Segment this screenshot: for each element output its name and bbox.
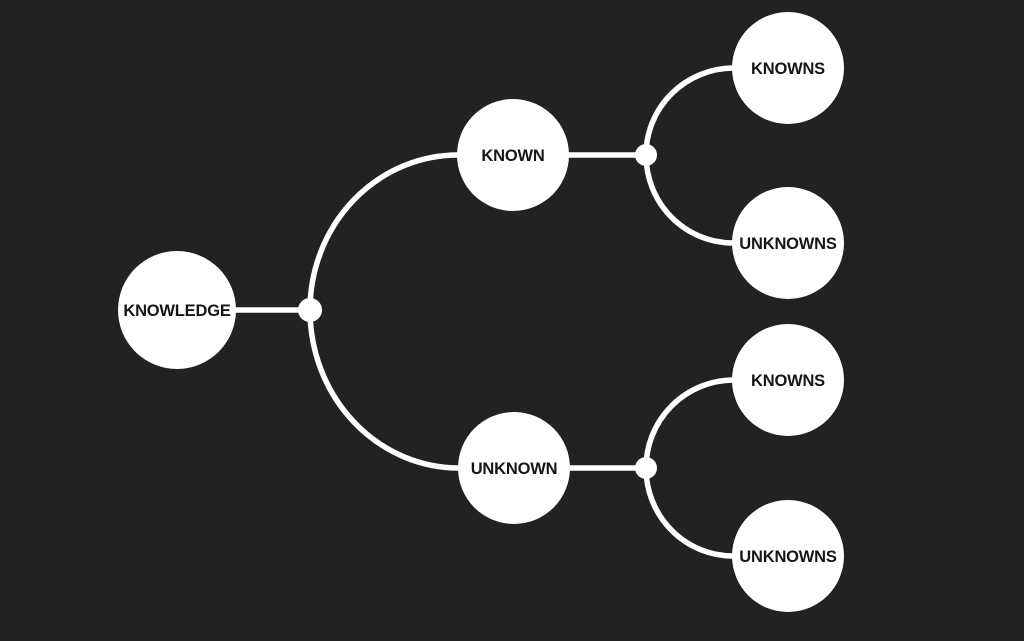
node-label: KNOWNS: [751, 372, 825, 390]
node-circle: [732, 324, 844, 436]
junction-dot-unknown: [635, 457, 657, 479]
edge-unknown-branch-arc: [643, 377, 736, 559]
node-unknown-unknowns: UNKNOWNS: [732, 500, 844, 612]
node-unknown: UNKNOWN: [458, 412, 570, 524]
node-label: KNOWNS: [751, 60, 825, 78]
edge-known-branch-arc: [643, 65, 736, 246]
node-circle: [457, 99, 569, 211]
edge-root-branch-arc: [307, 152, 462, 471]
node-circle: [732, 500, 844, 612]
node-known-unknowns: UNKNOWNS: [732, 187, 844, 299]
node-label: UNKNOWNS: [739, 548, 837, 566]
node-circle: [118, 251, 236, 369]
node-known-knowns: KNOWNS: [732, 12, 844, 124]
node-unknown-knowns: KNOWNS: [732, 324, 844, 436]
junction-dot-root: [298, 298, 322, 322]
node-label: UNKNOWNS: [739, 235, 837, 253]
node-circle: [732, 187, 844, 299]
node-known: KNOWN: [457, 99, 569, 211]
node-knowledge: KNOWLEDGE: [118, 251, 236, 369]
node-label: KNOWN: [481, 147, 544, 165]
node-label: UNKNOWN: [471, 460, 558, 478]
node-label: KNOWLEDGE: [123, 302, 230, 320]
node-circle: [732, 12, 844, 124]
junction-dot-known: [635, 144, 657, 166]
node-circle: [458, 412, 570, 524]
